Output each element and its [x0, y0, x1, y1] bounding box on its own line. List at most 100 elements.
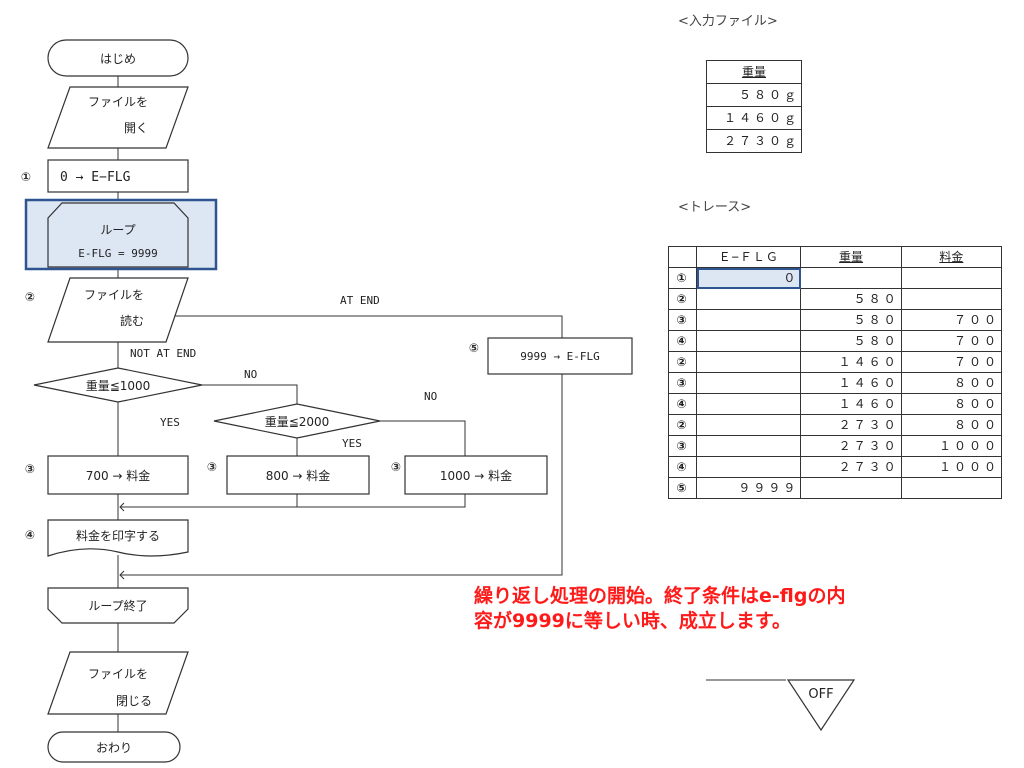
trace-cell: ７００: [900, 351, 1003, 373]
trace-cell: １０００: [900, 456, 1003, 478]
trace-cell: １０００: [900, 435, 1003, 457]
trace-cell: [900, 288, 1003, 310]
trace-cell: ２７３０: [800, 435, 902, 457]
trace-cell: ７００: [900, 330, 1003, 352]
off-toggle-label: OFF: [808, 687, 833, 702]
not-at-end-label: NOT AT END: [130, 347, 196, 360]
trace-cell: １４６０: [800, 372, 902, 394]
note-line-2: 容が9999に等しい時、成立します。: [474, 610, 791, 632]
loop-start-label: ループ: [100, 223, 135, 237]
trace-cell: [696, 372, 802, 394]
trace-header-1: Ｅ−ＦＬＧ: [696, 246, 802, 268]
trace-step-cell: ①: [667, 267, 698, 289]
fee-1000-label: 1000 → 料金: [440, 468, 512, 483]
trace-step-cell: ②: [667, 288, 698, 310]
start-label: はじめ: [100, 52, 136, 66]
trace-cell: ８００: [900, 372, 1003, 394]
trace-cell: ７００: [900, 309, 1003, 331]
decision-1-label: 重量≦1000: [86, 379, 151, 393]
input-file-title: <入力ファイル>: [678, 14, 778, 29]
trace-step-cell: ④: [667, 456, 698, 478]
input-row: ５８０ｇ: [706, 83, 802, 107]
init-process-label: 0 → E−FLG: [60, 170, 131, 185]
end-terminator: [47, 731, 181, 763]
end-label: おわり: [96, 741, 132, 755]
trace-cell: [696, 309, 802, 331]
read-file-label-1: ファイルを: [84, 288, 144, 302]
trace-cell: ５８０: [800, 309, 902, 331]
trace-step-cell: ②: [667, 414, 698, 436]
input-row: ２７３０ｇ: [706, 129, 802, 153]
step-marker-4: ④: [25, 528, 35, 542]
yes-label-1: YES: [160, 416, 180, 429]
step-marker-1: ①: [21, 170, 31, 184]
fee-700-label: 700 → 料金: [86, 468, 151, 483]
close-file-label-1: ファイルを: [88, 667, 148, 681]
trace-cell: ５８０: [800, 288, 902, 310]
note-line-1: 繰り返し処理の開始。終了条件はe-flgの内: [474, 585, 846, 607]
input-table-header: 重量: [706, 60, 802, 84]
trace-cell: [696, 351, 802, 373]
set-end-flag-label: 9999 → E-FLG: [520, 350, 599, 363]
trace-cell: [696, 414, 802, 436]
loop-start-symbol: [47, 202, 189, 268]
step-marker-3c: ③: [391, 460, 401, 474]
trace-cell: １４６０: [800, 393, 902, 415]
loop-end-label: ループ終了: [88, 598, 147, 613]
trace-row: ② ５８０: [667, 288, 1003, 310]
trace-header-3: 料金: [900, 246, 1003, 268]
trace-cell: ２７３０: [800, 414, 902, 436]
input-file-table: 重量 ５８０ｇ １４６０ｇ ２７３０ｇ: [706, 60, 802, 153]
input-row: １４６０ｇ: [706, 106, 802, 130]
trace-cell: [800, 477, 902, 499]
trace-step-cell: ④: [667, 393, 698, 415]
step-marker-5: ⑤: [469, 341, 479, 355]
no-label-1: NO: [244, 368, 257, 381]
trace-step-cell: ⑤: [667, 477, 698, 499]
open-file-io: [47, 86, 189, 149]
fee-1000-process: [404, 455, 548, 495]
trace-step-cell: ④: [667, 330, 698, 352]
close-file-io: [47, 651, 189, 715]
close-file-label-2: 閉じる: [116, 694, 152, 708]
trace-cell: [696, 288, 802, 310]
trace-step-cell: ②: [667, 351, 698, 373]
trace-header-0: [667, 246, 698, 268]
trace-cell: [800, 267, 902, 289]
print-fee-document: [47, 519, 189, 557]
no-label-2: NO: [424, 390, 437, 403]
read-file-label-2: 読む: [120, 313, 144, 328]
trace-step-cell: ③: [667, 435, 698, 457]
off-toggle[interactable]: OFF: [706, 674, 856, 736]
loop-end-symbol: [47, 587, 189, 624]
trace-cell: ０: [696, 267, 802, 289]
trace-step-cell: ③: [667, 309, 698, 331]
open-file-label-2: 開く: [124, 121, 148, 135]
trace-cell: ２７３０: [800, 456, 902, 478]
trace-cell: [900, 477, 1003, 499]
step-marker-2: ②: [25, 290, 35, 304]
step-marker-3a: ③: [25, 462, 35, 476]
trace-cell: ８００: [900, 393, 1003, 415]
at-end-label: AT END: [340, 294, 380, 307]
trace-header-2: 重量: [800, 246, 902, 268]
trace-cell: [696, 456, 802, 478]
fee-800-process: [226, 455, 370, 495]
trace-cell: [900, 267, 1003, 289]
start-terminator: [47, 39, 189, 77]
trace-cell: ９９９９: [696, 477, 802, 499]
trace-cell: ８００: [900, 414, 1003, 436]
off-triangle-icon: [786, 679, 856, 732]
flowchart-connectors: [117, 76, 563, 732]
set-end-flag-process: [487, 337, 633, 375]
